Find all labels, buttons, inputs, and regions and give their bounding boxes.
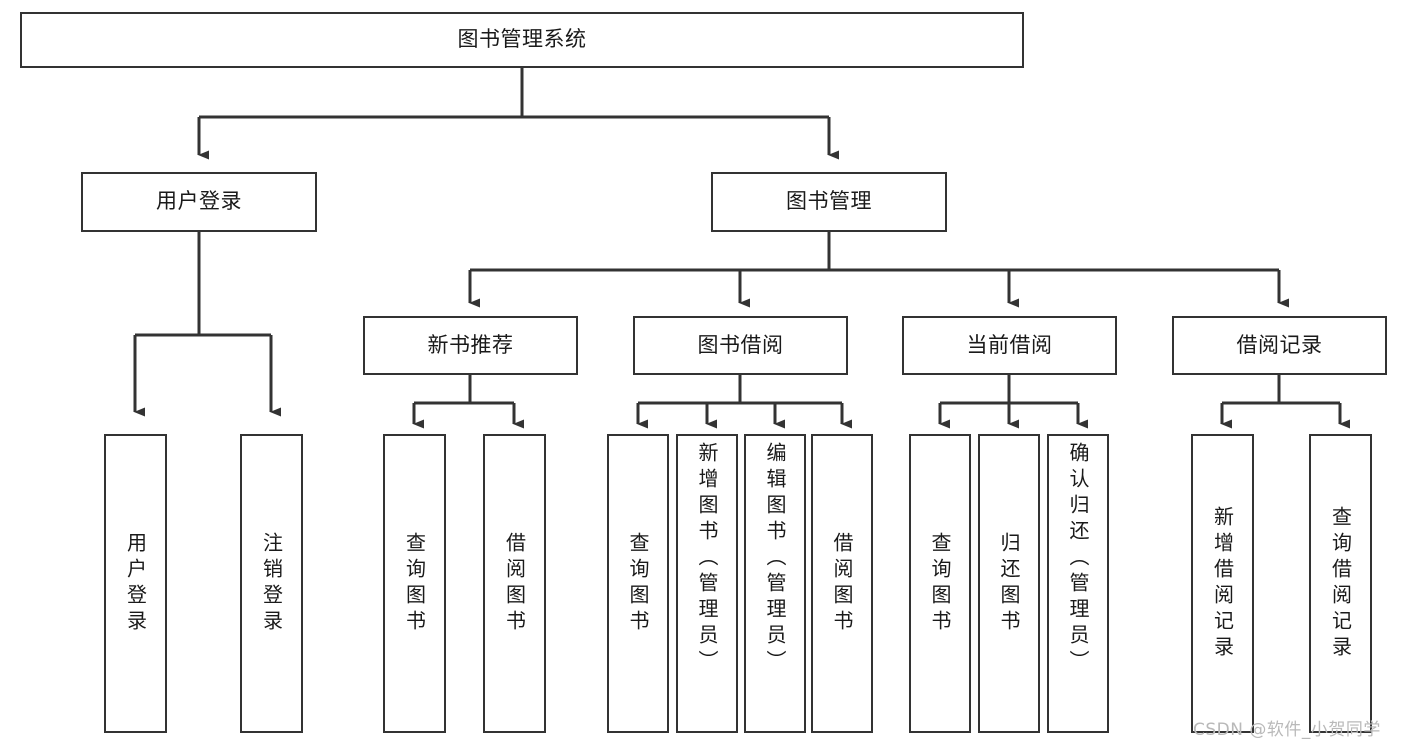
node-user-login[interactable]: 用户登录	[81, 172, 317, 232]
node-new-book-rec[interactable]: 新书推荐	[363, 316, 578, 375]
node-root[interactable]: 图书管理系统	[20, 12, 1024, 68]
node-leaf-add-record[interactable]: 新增借阅记录	[1191, 434, 1254, 733]
node-new-book-rec-label: 新书推荐	[427, 332, 514, 357]
node-leaf-query-book-1[interactable]: 查询图书	[383, 434, 446, 733]
node-leaf-logout[interactable]: 注销登录	[240, 434, 303, 733]
node-root-label: 图书管理系统	[457, 27, 587, 52]
node-leaf-query-record-label: 查询借阅记录	[1328, 505, 1353, 662]
node-leaf-borrow-book-2[interactable]: 借阅图书	[811, 434, 873, 733]
node-leaf-user-login[interactable]: 用户登录	[104, 434, 167, 733]
node-leaf-edit-book[interactable]: 编辑图书（管理员）	[744, 434, 806, 733]
node-borrow-record-label: 借阅记录	[1236, 332, 1323, 357]
node-leaf-query-record[interactable]: 查询借阅记录	[1309, 434, 1372, 733]
node-book-borrow[interactable]: 图书借阅	[633, 316, 848, 375]
node-leaf-query-book-2-label: 查询图书	[626, 531, 650, 636]
node-borrow-record[interactable]: 借阅记录	[1172, 316, 1387, 375]
node-leaf-logout-label: 注销登录	[259, 531, 284, 636]
node-user-login-label: 用户登录	[156, 189, 242, 214]
node-leaf-borrow-book-2-label: 借阅图书	[830, 531, 854, 636]
node-leaf-edit-book-label: 编辑图书（管理员）	[763, 442, 787, 676]
node-book-manage-label: 图书管理	[786, 189, 872, 214]
node-leaf-confirm-return[interactable]: 确认归还（管理员）	[1047, 434, 1109, 733]
node-leaf-add-record-label: 新增借阅记录	[1210, 505, 1235, 662]
node-book-manage[interactable]: 图书管理	[711, 172, 947, 232]
node-leaf-query-book-3-label: 查询图书	[928, 531, 952, 636]
node-leaf-return-book-label: 归还图书	[997, 531, 1021, 636]
node-leaf-add-book[interactable]: 新增图书（管理员）	[676, 434, 738, 733]
node-current-borrow-label: 当前借阅	[966, 332, 1053, 357]
node-leaf-confirm-return-label: 确认归还（管理员）	[1066, 442, 1090, 676]
node-leaf-return-book[interactable]: 归还图书	[978, 434, 1040, 733]
node-leaf-user-login-label: 用户登录	[123, 531, 148, 636]
node-book-borrow-label: 图书借阅	[697, 332, 784, 357]
node-leaf-query-book-1-label: 查询图书	[402, 531, 427, 636]
node-leaf-borrow-book-1[interactable]: 借阅图书	[483, 434, 546, 733]
node-leaf-borrow-book-1-label: 借阅图书	[502, 531, 527, 636]
csdn-watermark: CSDN @软件_小贺同学	[1193, 720, 1381, 740]
node-leaf-query-book-2[interactable]: 查询图书	[607, 434, 669, 733]
node-current-borrow[interactable]: 当前借阅	[902, 316, 1117, 375]
node-leaf-add-book-label: 新增图书（管理员）	[695, 442, 719, 676]
node-leaf-query-book-3[interactable]: 查询图书	[909, 434, 971, 733]
